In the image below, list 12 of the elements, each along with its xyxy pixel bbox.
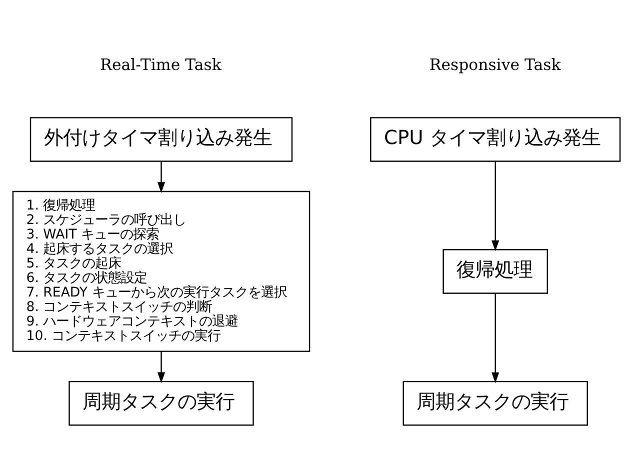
node-box: CPU タイマ割り込み発生 [370, 116, 621, 162]
label: Real-Time Task [100, 54, 222, 74]
node-box: 周期タスクの実行 [68, 380, 254, 426]
node-box: 1. 復帰処理 2. スケジューラの呼び出し 3. WAIT キューの探索 4. 起床するタスクの選択 5. タスクの起床 6. タスクの状態設定 7. READY キューから次の実行タスクを選択 8. コンテキストスイッチの判断 9. ハードウェアコンテキストの退避 10. コンテキストスイッチの実行 [12, 190, 310, 352]
label: Responsive Task [429, 54, 561, 74]
arrow [492, 161, 500, 251]
arrow [157, 161, 166, 192]
arrow [157, 350, 166, 383]
node-box: 外付けタイマ割り込み発生 [30, 116, 293, 162]
node-box: 復帰処理 [442, 248, 548, 294]
node-box: 周期タスクの実行 [402, 380, 588, 426]
arrow [492, 292, 500, 383]
